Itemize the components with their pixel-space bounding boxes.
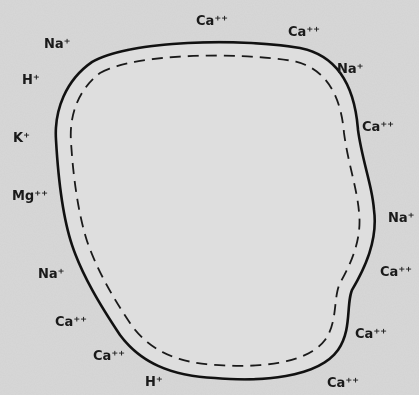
ion-label: Ca⁺⁺ — [93, 349, 125, 364]
ion-label: H⁺ — [145, 375, 163, 390]
ion-label: Na⁺ — [38, 267, 65, 282]
ion-label: Na⁺ — [388, 211, 415, 226]
ion-label: Mg⁺⁺ — [12, 189, 48, 204]
ion-label: Ca⁺⁺ — [362, 120, 394, 135]
ion-label: Ca⁺⁺ — [288, 25, 320, 40]
ion-label: Na⁺ — [44, 37, 71, 52]
ion-label: Ca⁺⁺ — [355, 327, 387, 342]
ion-label: H⁺ — [22, 73, 40, 88]
ion-label: K⁺ — [13, 131, 30, 146]
ion-label: Ca⁺⁺ — [196, 14, 228, 29]
ion-label: Na⁺ — [337, 62, 364, 77]
ion-label: Ca⁺⁺ — [327, 376, 359, 391]
ion-label: Ca⁺⁺ — [380, 265, 412, 280]
ion-label: Ca⁺⁺ — [55, 315, 87, 330]
